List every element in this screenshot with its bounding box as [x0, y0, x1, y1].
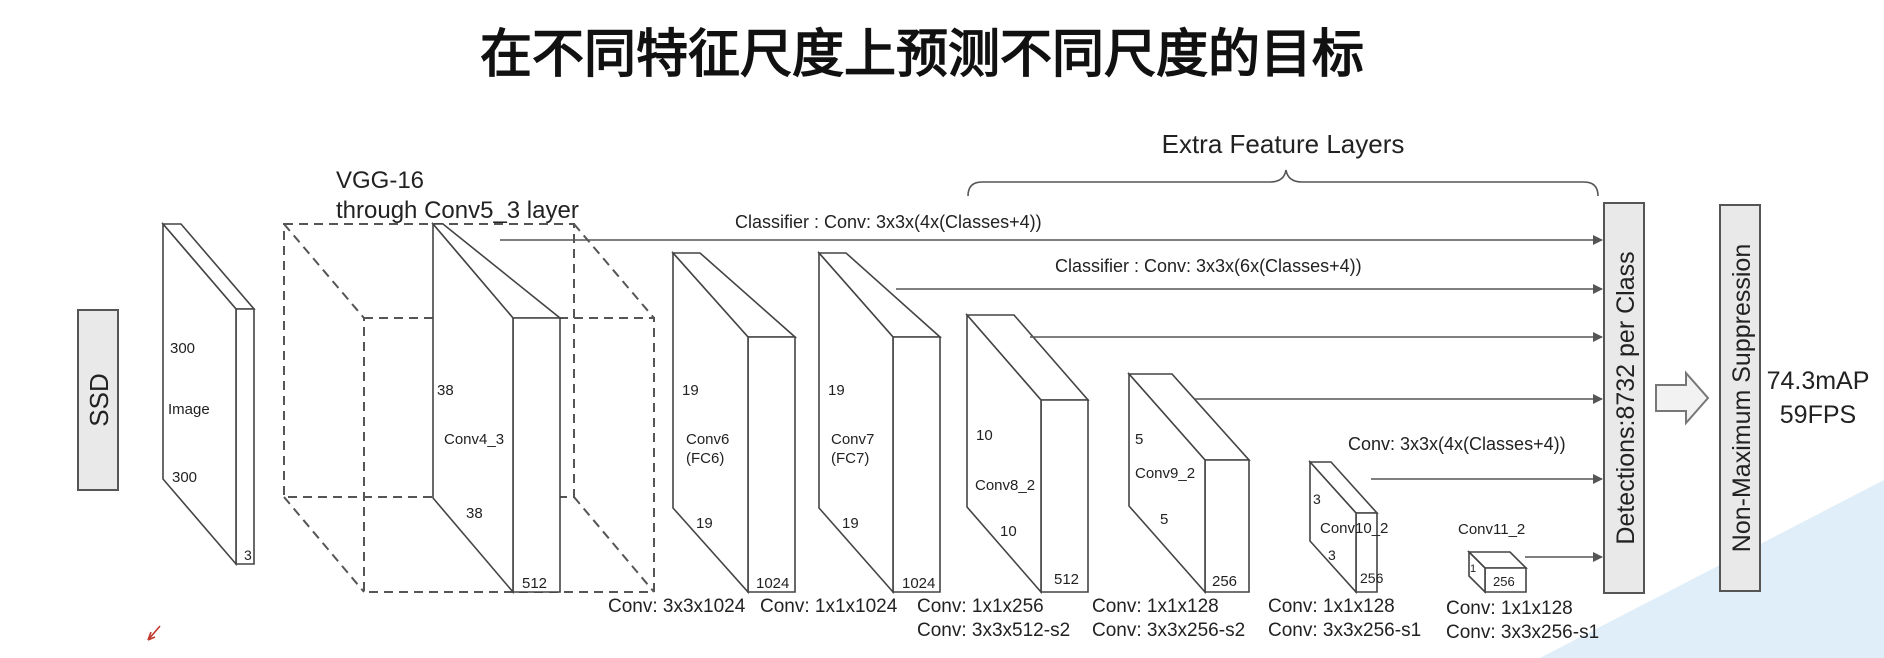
- conv10-2-name-label: Conv10_2: [1320, 520, 1388, 537]
- conv4-3-block: [431, 221, 563, 595]
- conv11-2-conv-label-2: Conv: 3x3x256-s1: [1446, 622, 1599, 643]
- conv10-2-height-label: 3: [1313, 491, 1321, 507]
- conv6-block: [671, 250, 798, 595]
- image-block: [161, 221, 256, 567]
- ssd-label: SSD: [84, 373, 114, 426]
- vgg-label-line2: through Conv5_3 layer: [336, 197, 579, 224]
- classifier-label-1: Classifier : Conv: 3x3x(4x(Classes+4)): [735, 212, 1042, 232]
- conv11-2-channel-label: 256: [1493, 574, 1515, 589]
- nms-label: Non-Maximum Suppression: [1728, 244, 1756, 552]
- conv9-2-channel-label: 256: [1212, 573, 1237, 590]
- conv6-width-label: 19: [696, 515, 713, 532]
- conv7-width-label: 19: [842, 515, 859, 532]
- conv8-2-channel-label: 512: [1054, 571, 1079, 588]
- conv10-2-conv-label-2: Conv: 3x3x256-s1: [1268, 620, 1421, 641]
- conv11-2-conv-label-1: Conv: 1x1x128: [1446, 598, 1573, 619]
- conv10-2-conv-label-1: Conv: 1x1x128: [1268, 596, 1395, 617]
- conv6-channel-label: 1024: [756, 575, 789, 592]
- classifier-arrows: [500, 235, 1603, 562]
- conv11-2-height-label: 1: [1470, 563, 1476, 575]
- vgg-label-line1: VGG-16: [336, 167, 424, 194]
- detections-label: Detections:8732 per Class: [1612, 251, 1640, 544]
- conv9-2-name-label: Conv9_2: [1135, 465, 1195, 482]
- conv9-2-conv-label-2: Conv: 3x3x256-s2: [1092, 620, 1245, 641]
- conv11-2-name-label: Conv11_2: [1458, 521, 1525, 538]
- conv4-3-height-label: 38: [437, 382, 454, 399]
- conv7-conv-label: Conv: 1x1x1024: [760, 596, 898, 617]
- detections-box: [1603, 202, 1645, 594]
- conv6-conv-label: Conv: 3x3x1024: [608, 596, 746, 617]
- page-title: 在不同特征尺度上预测不同尺度的目标: [480, 24, 1364, 85]
- image-name-label: Image: [168, 401, 210, 418]
- conv4-3-width-label: 38: [466, 505, 483, 522]
- conv9-2-block: [1127, 371, 1251, 595]
- classifier-label-2: Classifier : Conv: 3x3x(6x(Classes+4)): [1055, 256, 1362, 276]
- conv9-2-width-label: 5: [1160, 511, 1168, 528]
- conv10-2-width-label: 3: [1328, 547, 1336, 563]
- fps-result: 59FPS: [1780, 401, 1856, 429]
- conv6-name-label: Conv6: [686, 431, 729, 448]
- conv10-2-channel-label: 256: [1360, 570, 1384, 586]
- conv6-height-label: 19: [682, 382, 699, 399]
- conv4-3-name-label: Conv4_3: [444, 431, 504, 448]
- classifier-label-3: Conv: 3x3x(4x(Classes+4)): [1348, 434, 1566, 454]
- conv9-2-conv-label-1: Conv: 1x1x128: [1092, 596, 1219, 617]
- map-result: 74.3mAP: [1767, 367, 1870, 395]
- conv8-2-name-label: Conv8_2: [975, 477, 1035, 494]
- conv7-block: [817, 250, 943, 595]
- conv8-2-conv-label-1: Conv: 1x1x256: [917, 596, 1044, 617]
- pen-icon: [147, 625, 161, 641]
- conv8-2-width-label: 10: [1000, 523, 1017, 540]
- conv7-alias-label: (FC7): [831, 450, 869, 467]
- conv10-2-block: [1308, 459, 1379, 595]
- conv8-2-height-label: 10: [976, 427, 993, 444]
- conv7-height-label: 19: [828, 382, 845, 399]
- conv4-3-channel-label: 512: [522, 575, 547, 592]
- ssd-box: [77, 309, 119, 491]
- conv7-channel-label: 1024: [902, 575, 935, 592]
- conv9-2-height-label: 5: [1135, 431, 1143, 448]
- image-channel-label: 3: [244, 547, 252, 563]
- corner-decoration: [1540, 480, 1884, 658]
- conv11-2-block: [1467, 550, 1528, 594]
- nms-box: [1719, 204, 1761, 592]
- extra-layers-label: Extra Feature Layers: [1162, 129, 1405, 159]
- right-arrow-icon: [1655, 370, 1710, 426]
- extra-layers-brace: [967, 169, 1599, 197]
- conv7-name-label: Conv7: [831, 431, 874, 448]
- conv6-alias-label: (FC6): [686, 450, 724, 467]
- conv8-2-block: [965, 312, 1090, 595]
- image-height-label: 300: [170, 340, 195, 357]
- image-width-label: 300: [172, 469, 197, 486]
- conv8-2-conv-label-2: Conv: 3x3x512-s2: [917, 620, 1070, 641]
